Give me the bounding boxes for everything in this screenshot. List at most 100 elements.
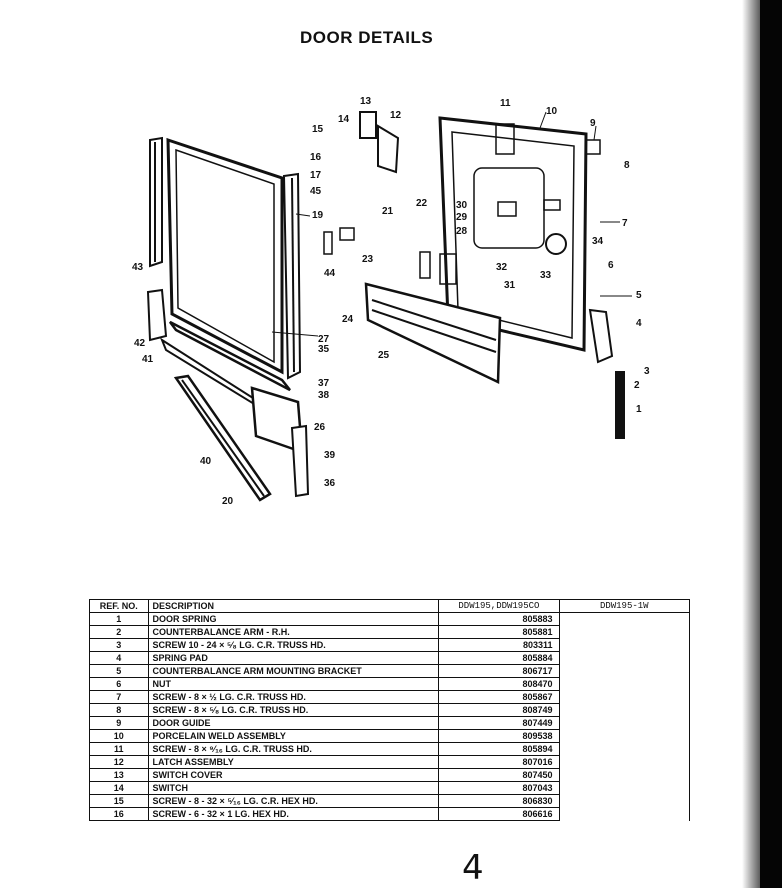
empty-model-cell xyxy=(558,755,690,769)
ref-cell: 8 xyxy=(89,703,149,717)
description-cell: DOOR GUIDE xyxy=(147,716,440,730)
ref-cell: 13 xyxy=(89,768,149,782)
callout-number: 33 xyxy=(540,270,552,281)
callout-number: 24 xyxy=(342,314,354,325)
description-cell: SWITCH xyxy=(147,781,440,795)
ref-cell: 7 xyxy=(89,690,149,704)
callout-number: 35 xyxy=(318,344,330,355)
callout-number: 44 xyxy=(324,268,336,279)
callout-number: 38 xyxy=(318,390,330,401)
description-cell: SCREW 10 - 24 × ⁵⁄₈ LG. C.R. TRUSS HD. xyxy=(147,638,440,652)
callout-number: 26 xyxy=(314,422,326,433)
page-title: DOOR DETAILS xyxy=(300,28,434,47)
description-cell: SWITCH COVER xyxy=(147,768,440,782)
part-number-cell: 808470 xyxy=(438,677,560,691)
callout-number: 4 xyxy=(636,318,642,329)
part-number-cell: 807043 xyxy=(438,781,560,795)
description-cell: SCREW - 8 - 32 × ⁵⁄₁₆ LG. C.R. HEX HD. xyxy=(147,794,440,808)
scan-edge-black xyxy=(760,0,782,888)
ref-cell: 2 xyxy=(89,625,149,639)
empty-model-cell xyxy=(558,742,690,756)
part-number-cell: 808749 xyxy=(438,703,560,717)
ref-cell: 10 xyxy=(89,729,149,743)
header-description: DESCRIPTION xyxy=(147,599,440,613)
right-trim-strip xyxy=(282,172,302,380)
callout-number: 42 xyxy=(134,338,146,349)
empty-model-cell xyxy=(558,768,690,782)
empty-model-cell xyxy=(558,638,690,652)
callout-number: 36 xyxy=(324,478,336,489)
inner-door-liner xyxy=(438,116,588,352)
callout-number: 12 xyxy=(390,110,402,121)
latch-assembly xyxy=(377,124,400,174)
empty-model-cell xyxy=(558,807,690,821)
callout-number: 6 xyxy=(608,260,614,271)
callout-number: 30 xyxy=(456,200,468,211)
part-number-cell: 807016 xyxy=(438,755,560,769)
callout-number: 41 xyxy=(142,354,154,365)
callout-number: 39 xyxy=(324,450,336,461)
table-header-row: REF. NO. DESCRIPTION DDW195,DDW195CO DDW… xyxy=(89,599,690,613)
description-cell: SCREW - 6 - 32 × 1 LG. HEX HD. xyxy=(147,807,440,821)
ref-cell: 5 xyxy=(89,664,149,678)
callout-number: 8 xyxy=(624,160,630,171)
callout-number: 25 xyxy=(378,350,390,361)
empty-model-cell xyxy=(558,729,690,743)
part-number-cell: 805894 xyxy=(438,742,560,756)
callout-number: 7 xyxy=(622,218,628,229)
empty-model-cell xyxy=(558,703,690,717)
description-cell: SCREW - 8 × ½ LG. C.R. TRUSS HD. xyxy=(147,690,440,704)
ref-cell: 3 xyxy=(89,638,149,652)
callout-number: 34 xyxy=(592,236,604,247)
callout-number: 10 xyxy=(546,106,558,117)
part-number-cell: 807450 xyxy=(438,768,560,782)
empty-model-cell xyxy=(558,716,690,730)
ref-cell: 4 xyxy=(89,651,149,665)
description-cell: SCREW - 8 × ⁵⁄₈ LG. C.R. TRUSS HD. xyxy=(147,703,440,717)
callout-number: 1 xyxy=(636,404,642,415)
description-cell: COUNTERBALANCE ARM - R.H. xyxy=(147,625,440,639)
description-cell: COUNTERBALANCE ARM MOUNTING BRACKET xyxy=(147,664,440,678)
callout-number: 17 xyxy=(310,170,322,181)
callout-number: 19 xyxy=(312,210,324,221)
empty-model-cell xyxy=(558,651,690,665)
callout-number: 5 xyxy=(636,290,642,301)
ref-cell: 9 xyxy=(89,716,149,730)
ref-cell: 12 xyxy=(89,755,149,769)
empty-model-cell xyxy=(558,625,690,639)
empty-model-cell xyxy=(558,690,690,704)
part-number-cell: 805881 xyxy=(438,625,560,639)
description-cell: SCREW - 8 × ⁹⁄₁₆ LG. C.R. TRUSS HD. xyxy=(147,742,440,756)
part-number-cell: 806616 xyxy=(438,807,560,821)
ref-cell: 11 xyxy=(89,742,149,756)
door-spring xyxy=(615,371,625,439)
description-cell: DOOR SPRING xyxy=(147,612,440,626)
description-cell: PORCELAIN WELD ASSEMBLY xyxy=(147,729,440,743)
header-ref-no: REF. NO. xyxy=(89,599,149,613)
header-model-ddw195: DDW195,DDW195CO xyxy=(438,599,560,613)
callout-number: 9 xyxy=(590,118,596,129)
ref-cell: 14 xyxy=(89,781,149,795)
door-exploded-diagram: 1 2 3 4 5 6 7 8 9 10 11 12 13 14 15 16 1… xyxy=(132,96,650,507)
callout-number: 31 xyxy=(504,280,516,291)
part-number-cell: 805867 xyxy=(438,690,560,704)
callout-number: 16 xyxy=(310,152,322,163)
callout-number: 23 xyxy=(362,254,374,265)
part-number-cell: 807449 xyxy=(438,716,560,730)
empty-model-cell xyxy=(558,794,690,808)
callout-number: 3 xyxy=(644,366,650,377)
callout-number: 2 xyxy=(634,380,640,391)
